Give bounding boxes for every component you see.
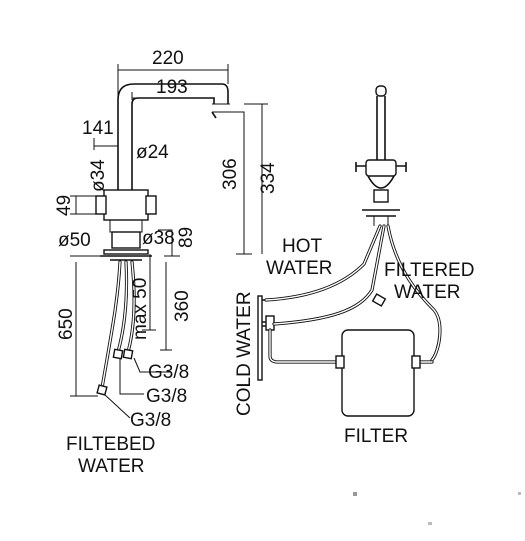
label-hot-water: WATER — [266, 258, 333, 279]
dim-306: 306 — [220, 158, 241, 190]
dim-360: 360 — [172, 290, 193, 322]
dim-max-50: max 50 — [130, 278, 151, 340]
dim-89: 89 — [176, 227, 197, 248]
dim-dia-34: ø34 — [88, 159, 109, 192]
label-cold-water: COLD WATER — [234, 291, 255, 416]
dim-193: 193 — [156, 77, 188, 98]
label-hot: HOT — [282, 236, 323, 257]
faucet-side-view — [70, 64, 268, 419]
filter-cartridge — [341, 329, 415, 417]
dim-334: 334 — [258, 162, 279, 194]
dim-141: 141 — [82, 118, 114, 139]
dim-49: 49 — [54, 195, 75, 216]
dim-650: 650 — [56, 308, 77, 340]
thread-g38-1: G3/8 — [148, 362, 189, 383]
label-filtebed: FILTEBED — [66, 434, 155, 455]
dim-dia-50: ø50 — [58, 230, 91, 251]
installation-schematic — [257, 85, 442, 417]
thread-g38-2: G3/8 — [146, 386, 187, 407]
dim-220: 220 — [152, 48, 184, 69]
label-filtered: FILTERED — [384, 260, 474, 281]
dim-dia-24: ø24 — [136, 142, 169, 163]
label-filtered-water: WATER — [394, 282, 461, 303]
dim-dia-38: ø38 — [142, 228, 175, 249]
thread-g38-3: G3/8 — [130, 410, 171, 431]
label-filter: FILTER — [344, 426, 408, 447]
label-filtebed-water: WATER — [78, 456, 145, 477]
